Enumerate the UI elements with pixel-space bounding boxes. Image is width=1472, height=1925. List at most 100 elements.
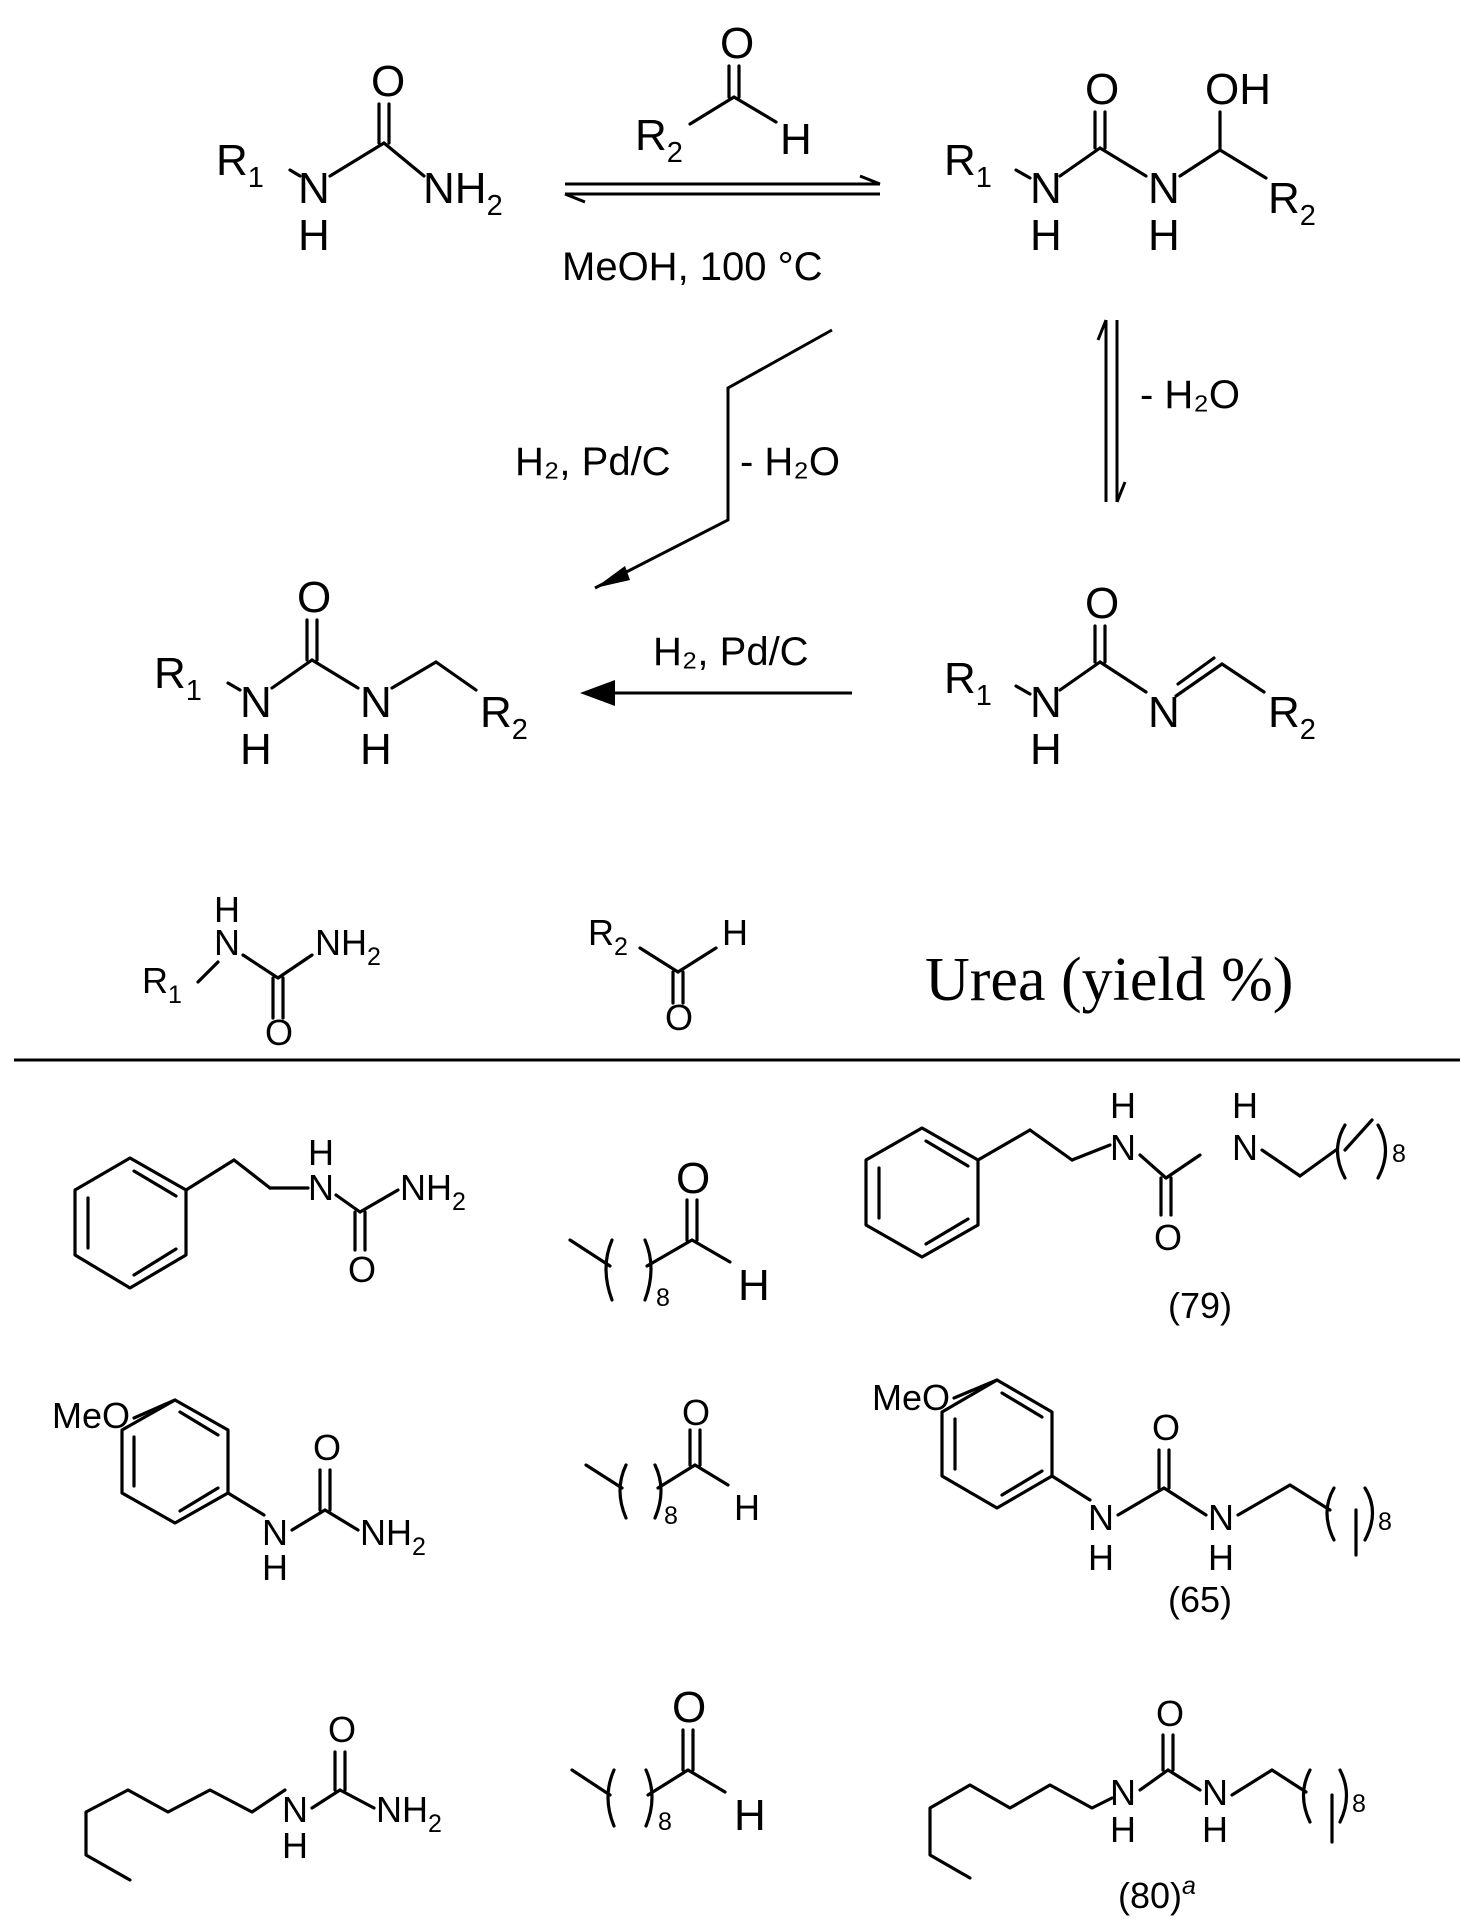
condition-hydrogenation: H₂, Pd/C: [515, 440, 671, 484]
svg-text:N: N: [360, 678, 392, 727]
svg-text:N: N: [1110, 1772, 1136, 1813]
row2-urea-reactant: MeO N H O NH2: [52, 1395, 426, 1588]
svg-text:N: N: [262, 1512, 288, 1553]
svg-text:R1: R1: [216, 136, 264, 194]
svg-text:8: 8: [1392, 1140, 1406, 1168]
svg-text:O: O: [1152, 1407, 1180, 1448]
row1-urea-product: N H O N H 8: [864, 1085, 1406, 1259]
row3-urea-reactant: N H O NH2: [84, 1709, 442, 1882]
row2-yield: (65): [1168, 1579, 1232, 1620]
svg-text:O: O: [1085, 579, 1119, 628]
svg-text:8: 8: [1352, 1790, 1366, 1818]
svg-text:H: H: [1208, 1537, 1234, 1578]
svg-text:8: 8: [664, 1502, 678, 1530]
svg-text:N: N: [1088, 1497, 1114, 1538]
svg-text:H: H: [734, 1487, 760, 1528]
svg-text:N: N: [240, 678, 272, 727]
svg-text:N: N: [308, 1167, 334, 1208]
svg-text:O: O: [720, 19, 754, 68]
svg-text:N: N: [1030, 678, 1062, 727]
svg-text:H: H: [1088, 1537, 1114, 1578]
svg-text:H: H: [298, 211, 330, 260]
svg-text:8: 8: [1378, 1508, 1392, 1536]
svg-text:H: H: [1110, 1809, 1136, 1850]
svg-text:MeO: MeO: [52, 1395, 130, 1436]
svg-text:O: O: [371, 57, 405, 106]
svg-text:R1: R1: [944, 654, 992, 712]
header-urea-general: H N NH2 R1 O: [142, 889, 381, 1053]
svg-text:NH2: NH2: [360, 1512, 426, 1561]
svg-text:N: N: [298, 164, 330, 213]
svg-text:NH2: NH2: [376, 1789, 442, 1838]
svg-text:O: O: [265, 1012, 293, 1053]
svg-text:R1: R1: [142, 960, 182, 1009]
svg-text:H: H: [308, 1132, 334, 1173]
svg-text:N: N: [1232, 1127, 1258, 1168]
equilibrium-arrow-top: [564, 174, 881, 204]
svg-text:H: H: [262, 1547, 288, 1588]
svg-text:R2: R2: [588, 912, 628, 961]
condition-water-loss: - H₂O: [740, 440, 840, 484]
svg-text:H: H: [738, 1261, 770, 1310]
svg-text:8: 8: [656, 1284, 670, 1312]
svg-text:N: N: [1148, 164, 1180, 213]
condition-methanol: MeOH, 100 °C: [562, 245, 823, 289]
svg-text:NH2: NH2: [423, 164, 503, 222]
svg-text:R2: R2: [1268, 688, 1316, 746]
svg-text:O: O: [348, 1249, 376, 1290]
svg-text:H: H: [1232, 1085, 1258, 1126]
svg-text:H: H: [1148, 211, 1180, 260]
svg-text:O: O: [328, 1709, 356, 1750]
svg-text:N: N: [282, 1789, 308, 1830]
svg-text:N: N: [1030, 164, 1062, 213]
svg-text:R2: R2: [480, 688, 528, 746]
svg-text:H: H: [282, 1825, 308, 1866]
svg-text:O: O: [1156, 1693, 1184, 1734]
svg-text:O: O: [672, 1683, 706, 1732]
svg-text:N: N: [1208, 1497, 1234, 1538]
row3-yield: (80)a: [1118, 1872, 1196, 1916]
svg-text:NH2: NH2: [315, 922, 381, 971]
row3-aldehyde: 8 O H: [570, 1683, 766, 1840]
svg-text:H: H: [780, 115, 812, 164]
aldehyde-reagent: R2 O H: [635, 19, 812, 169]
svg-text:R2: R2: [1268, 174, 1316, 232]
svg-text:H: H: [360, 725, 392, 774]
svg-text:R1: R1: [944, 136, 992, 194]
svg-text:O: O: [297, 573, 331, 622]
svg-text:H: H: [1110, 1085, 1136, 1126]
svg-text:N: N: [214, 922, 240, 963]
svg-text:NH2: NH2: [400, 1167, 466, 1216]
svg-text:O: O: [665, 997, 693, 1038]
one-pot-arrow: [594, 328, 833, 590]
svg-text:H: H: [734, 1791, 766, 1840]
svg-text:H: H: [722, 912, 748, 953]
svg-text:R1: R1: [154, 649, 202, 707]
svg-text:H: H: [240, 725, 272, 774]
row1-urea-reactant: N H O NH2: [73, 1132, 466, 1290]
svg-text:O: O: [313, 1427, 341, 1468]
svg-text:O: O: [1085, 65, 1119, 114]
reduction-arrow: [580, 680, 852, 706]
row1-aldehyde: 8 O H: [568, 1154, 770, 1312]
condition-reduction: H₂, Pd/C: [653, 630, 809, 674]
svg-text:H: H: [1030, 725, 1062, 774]
svg-text:MeO: MeO: [872, 1377, 950, 1418]
row2-aldehyde: 8 O H: [584, 1392, 760, 1530]
urea-starting-material: R1 N H O NH2: [216, 57, 503, 260]
imine-intermediate: R1 N H O N R2: [944, 579, 1316, 774]
equilibrium-arrow-vertical: [1096, 319, 1127, 503]
header-urea-yield: Urea (yield %): [925, 946, 1293, 1014]
svg-text:N: N: [1110, 1127, 1136, 1168]
svg-text:OH: OH: [1205, 65, 1271, 114]
svg-text:N: N: [1202, 1772, 1228, 1813]
svg-text:O: O: [682, 1392, 710, 1433]
svg-text:O: O: [676, 1154, 710, 1203]
svg-text:R2: R2: [635, 111, 683, 169]
svg-text:H: H: [1030, 211, 1062, 260]
svg-text:H: H: [1202, 1809, 1228, 1850]
row3-urea-product: N H O N H 8: [928, 1693, 1366, 1880]
condition-dehydration: - H₂O: [1140, 373, 1240, 417]
row2-urea-product: MeO N H O N H 8: [872, 1377, 1392, 1578]
